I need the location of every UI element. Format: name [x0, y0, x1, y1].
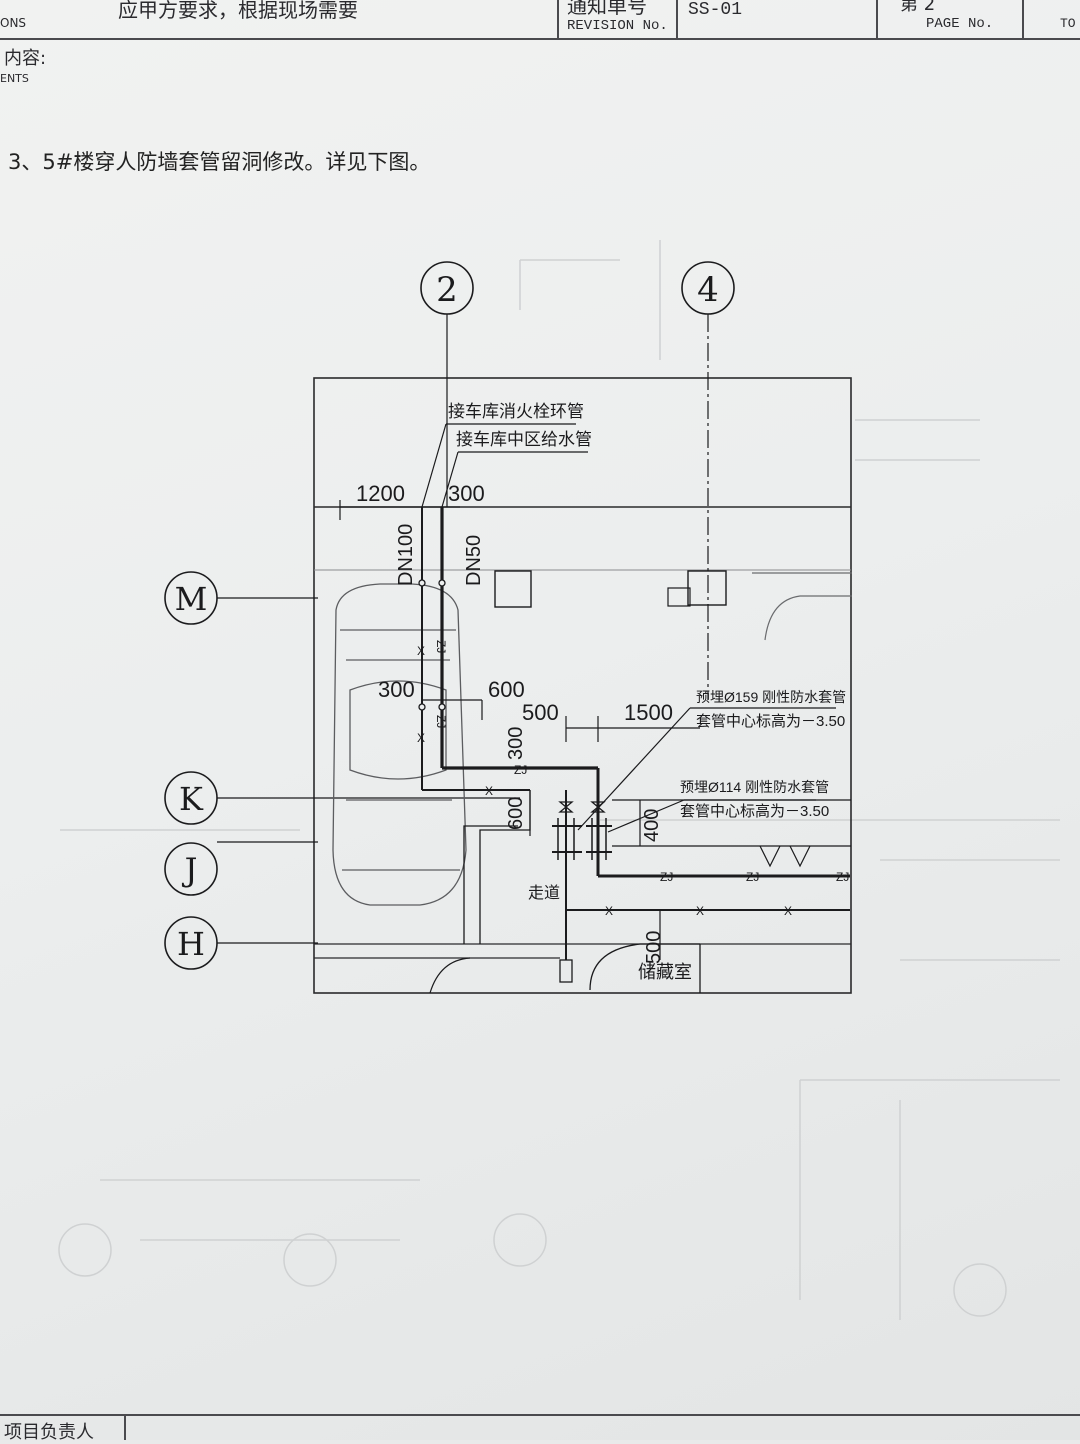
label-sleeve-114-elev: 套管中心标高为－3.50 [680, 803, 829, 820]
code-zj-5: ZJ [746, 870, 759, 884]
revision-label: REVISION No. [567, 18, 668, 34]
dimension-lines [339, 423, 836, 960]
footer-divider [124, 1414, 126, 1440]
code-x-6: X [784, 904, 792, 918]
code-zj-6: ZJ [836, 870, 849, 884]
label-pipe-fire: 接车库消火栓环管 [448, 402, 584, 421]
code-zj-3: ZJ [514, 763, 527, 777]
header-bottom-rule [0, 38, 1080, 40]
axis-label-2: 2 [436, 270, 458, 310]
label-pipe-water: 接车库中区给水管 [456, 430, 592, 449]
dim-300-vertical: 300 [505, 727, 527, 760]
notice-label: 通知单号 [567, 0, 647, 18]
code-x-4: X [605, 904, 613, 918]
axis-label-h: H [177, 925, 205, 963]
label-sleeve-159-elev: 套管中心标高为－3.50 [696, 713, 845, 730]
contents-label-en: ENTS [0, 72, 29, 85]
header-left-cut-text: 应甲方要求，根据现场需要 [118, 0, 358, 22]
header-divider-4 [1022, 0, 1024, 40]
label-storage: 储藏室 [638, 962, 692, 982]
axis-label-k: K [179, 780, 204, 818]
dim-500: 500 [522, 700, 559, 725]
contents-label: 内容: [4, 48, 47, 69]
dim-400-vertical: 400 [641, 809, 663, 842]
code-x-1: X [417, 644, 425, 658]
dim-600: 600 [488, 677, 525, 702]
label-dn100: DN100 [395, 524, 417, 586]
dim-500-vertical: 500 [643, 931, 665, 964]
dim-600-vertical: 600 [505, 797, 527, 830]
code-zj-1: ZJ [434, 640, 448, 653]
axis-label-m: M [175, 580, 208, 618]
total-label: TO [1060, 16, 1076, 31]
pipe-routing [418, 507, 851, 994]
code-x-5: X [696, 904, 704, 918]
code-zj-4: ZJ [660, 870, 673, 884]
dim-300-left: 300 [378, 677, 415, 702]
axis-label-j: J [182, 851, 198, 889]
page-label-cn: 第 2 [900, 0, 936, 15]
drawing-frame [313, 377, 852, 994]
footer-top-rule [0, 1414, 1080, 1416]
page-label: PAGE No. [926, 16, 994, 32]
code-zj-2: ZJ [434, 715, 448, 728]
dim-1500: 1500 [624, 700, 673, 725]
revision-value: SS-01 [688, 0, 743, 20]
dim-300-top: 300 [448, 481, 485, 506]
label-dn50: DN50 [463, 535, 485, 586]
label-sleeve-114: 预埋Ø114 刚性防水套管 [680, 779, 829, 795]
header-divider-1 [557, 0, 559, 40]
code-x-3: X [485, 784, 493, 798]
column-box-2 [687, 570, 727, 606]
change-note: 3、5#楼穿人防墙套管留洞修改。详见下图。 [8, 150, 431, 174]
axis-label-4: 4 [697, 270, 719, 310]
footer-label: 项目负责人 [4, 1422, 94, 1443]
label-sleeve-159: 预埋Ø159 刚性防水套管 [696, 689, 846, 705]
header-divider-3 [876, 0, 878, 40]
label-walkway: 走道 [528, 884, 560, 902]
code-x-2: X [417, 731, 425, 745]
column-box-1 [494, 570, 532, 608]
header-left-small: ONS [0, 16, 27, 30]
axis-bubble-j [164, 842, 218, 896]
dim-1200: 1200 [356, 481, 405, 506]
parked-car-outline [332, 583, 467, 906]
header-divider-2 [676, 0, 678, 40]
